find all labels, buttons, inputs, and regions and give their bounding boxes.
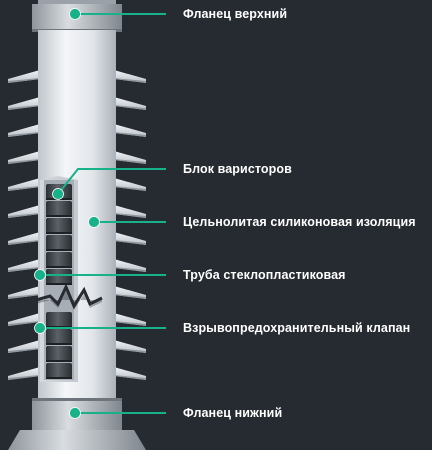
varistor-disk-10 [46, 363, 72, 379]
callout-top-flange [69, 8, 166, 20]
break-line [35, 283, 103, 310]
callout-bottom-flange [69, 407, 166, 419]
shed-6 [8, 205, 146, 218]
bottom-flange [8, 398, 146, 450]
callout-dot-fiberglass-tube [34, 269, 46, 281]
shed-12 [8, 367, 146, 380]
shed-2 [8, 97, 146, 110]
cutaway-section [35, 176, 103, 382]
varistor-disk-5 [46, 252, 72, 268]
shed-9 [8, 286, 146, 299]
label-silicone-insulation: Цельнолитая силиконовая изоляция [183, 215, 416, 229]
callout-dot-silicone-insulation [88, 216, 100, 228]
shed-8 [8, 259, 146, 272]
callout-dot-top-flange [69, 8, 81, 20]
callout-dot-varistor-block [52, 188, 64, 200]
varistor-disk-6 [46, 269, 72, 285]
shed-4 [8, 151, 146, 164]
callout-varistor-block [52, 168, 166, 200]
varistor-disk-9 [46, 346, 72, 362]
label-relief-valve: Взрывопредохранительный клапан [183, 321, 411, 335]
shed-3 [8, 124, 146, 137]
callout-silicone-insulation [88, 216, 166, 228]
varistor-disk-8 [46, 329, 72, 345]
varistor-disks [46, 184, 72, 379]
varistor-disk-3 [46, 218, 72, 234]
leader-line-varistor-block [57, 168, 166, 195]
shed-5 [8, 178, 146, 191]
callouts [34, 8, 166, 419]
varistor-disk-2 [46, 201, 72, 217]
shed-10 [8, 313, 146, 326]
shed-11 [8, 340, 146, 353]
varistor-disk-4 [46, 235, 72, 251]
callout-dot-bottom-flange [69, 407, 81, 419]
silicone-sheds [8, 70, 146, 380]
shed-1 [8, 70, 146, 83]
shed-7 [8, 232, 146, 245]
label-bottom-flange: Фланец нижний [183, 406, 283, 420]
label-top-flange: Фланец верхний [183, 7, 288, 21]
callout-dot-relief-valve [34, 322, 46, 334]
callout-relief-valve [34, 322, 166, 334]
label-fiberglass-tube: Труба стеклопластиковая [183, 268, 346, 282]
callout-fiberglass-tube [34, 269, 166, 281]
varistor-disk-7 [46, 312, 72, 328]
label-varistor-block: Блок варисторов [183, 162, 292, 176]
